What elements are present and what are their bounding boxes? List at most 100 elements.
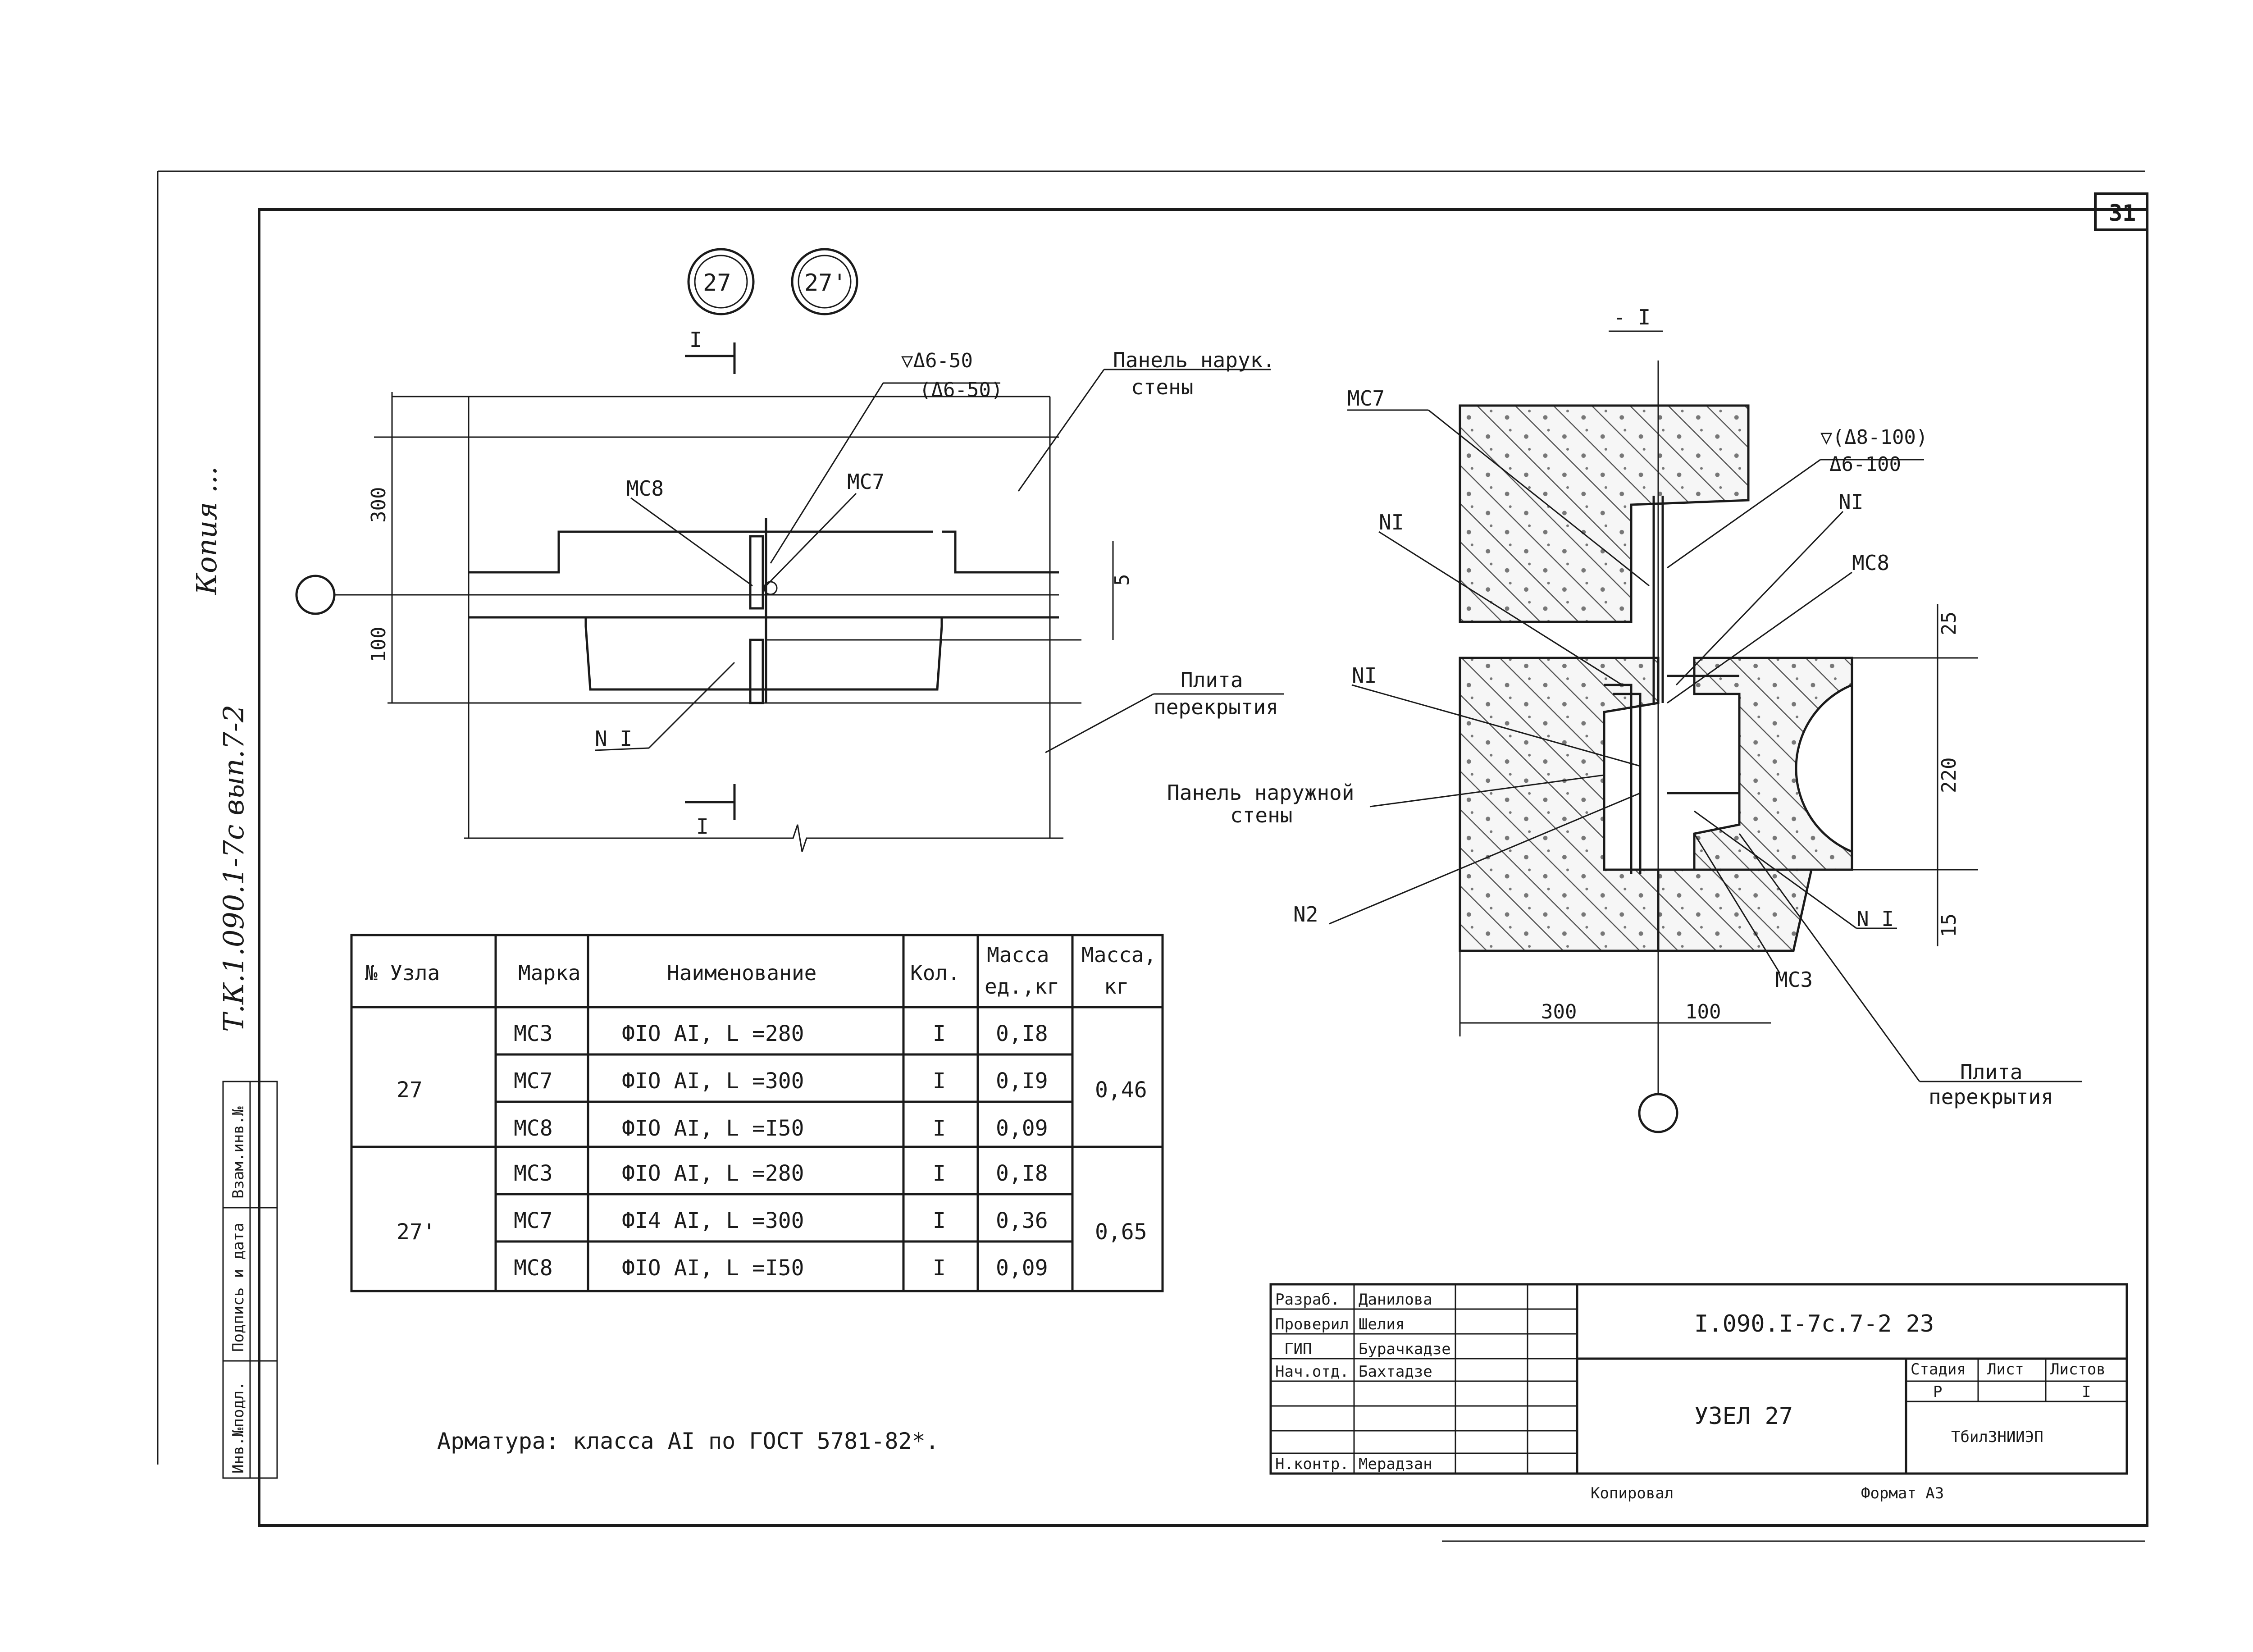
table-header-mass-total-2: кг bbox=[1104, 974, 1129, 999]
side-note-copy: Копия ... bbox=[190, 466, 223, 595]
table-row-qty: I bbox=[933, 1255, 946, 1281]
table-row-mark: МС8 bbox=[514, 1116, 553, 1141]
table-header-mass-total-1: Масса, bbox=[1081, 943, 1156, 967]
title-block: Разраб. Проверил ГИП Нач.отд. Н.контр. Д… bbox=[1269, 1283, 2128, 1502]
tb-sheet-title: УЗЕЛ 27 bbox=[1694, 1403, 1793, 1430]
reinforcement-note: Арматура: класса AI по ГОСТ 5781-82*. bbox=[437, 1428, 939, 1454]
sheet-frame: 31 bbox=[157, 170, 2148, 1542]
section-slab-label-1: Плита bbox=[1960, 1060, 2022, 1084]
section-dim-100: 100 bbox=[1685, 1000, 1721, 1023]
table-row-mass: 0,I8 bbox=[996, 1021, 1048, 1046]
side-stamp-sign: Подпись и дата bbox=[229, 1223, 247, 1352]
table-row-mass: 0,09 bbox=[996, 1255, 1048, 1281]
tb-sheets-label: Листов bbox=[2050, 1360, 2106, 1378]
plan-panel-label-1: Панель нарук. bbox=[1113, 348, 1275, 372]
table-row-name: ФI4 AI, L =300 bbox=[622, 1208, 804, 1233]
plan-slab-label-2: перекрытия bbox=[1154, 695, 1278, 719]
plan-weld-label-2: (Δ6-50) bbox=[919, 379, 1003, 402]
table-row-qty: I bbox=[933, 1208, 946, 1233]
section-mark-n1-right: NI bbox=[1838, 490, 1863, 514]
plan-panel-label-2: стены bbox=[1131, 375, 1193, 399]
node-circle-27-prime: 27' bbox=[804, 269, 847, 297]
section-mark-n1-low: N I bbox=[1856, 907, 1894, 931]
table-row-qty: I bbox=[933, 1021, 946, 1046]
tb-format: Формат А3 bbox=[1861, 1484, 1944, 1502]
section-weld-label-2: Δ6-100 bbox=[1829, 453, 1901, 476]
tb-doc-code: I.090.I-7с.7-2 23 bbox=[1694, 1310, 1934, 1337]
table-header-node: № Узла bbox=[365, 961, 440, 985]
table-row-qty: I bbox=[933, 1116, 946, 1141]
plan-view: I 300 100 5 I ▽Δ6-50 bbox=[295, 328, 1284, 852]
node-circle-27: 27 bbox=[703, 269, 731, 297]
tb-org: ТбилЗНИИЭП bbox=[1951, 1428, 2043, 1446]
table-row-mass: 0,I9 bbox=[996, 1068, 1048, 1094]
section-dim-25: 25 bbox=[1938, 612, 1961, 635]
tb-sheets-value: I bbox=[2082, 1383, 2091, 1401]
table-node-27-prime: 27' bbox=[397, 1219, 436, 1245]
table-row-mark: МС3 bbox=[514, 1021, 553, 1046]
tb-stage-value: Р bbox=[1933, 1383, 1942, 1401]
specification-table: № Узла Марка Наименование Кол. Масса ед.… bbox=[350, 934, 1164, 1292]
table-row-qty: I bbox=[933, 1068, 946, 1094]
side-stamp-inv: Инв.№подл. bbox=[229, 1381, 247, 1474]
tb-name: Бурачкадзе bbox=[1359, 1340, 1451, 1358]
side-stamp-replace: Взам.инв.№ bbox=[229, 1106, 247, 1199]
plan-mark-n1: N I bbox=[595, 726, 632, 751]
section-dim-220: 220 bbox=[1938, 758, 1961, 793]
section-mark-n1-left: NI bbox=[1379, 510, 1404, 534]
plan-weld-label-1: ▽Δ6-50 bbox=[901, 349, 973, 372]
plan-dim-300: 300 bbox=[367, 487, 390, 523]
section-mark-mc8: МС8 bbox=[1852, 551, 1889, 575]
section-mark-n2: N2 bbox=[1293, 902, 1318, 926]
table-total-27: 0,46 bbox=[1095, 1077, 1147, 1103]
plan-section-mark-bottom: I bbox=[696, 814, 709, 839]
section-mark-mc7: МС7 bbox=[1347, 386, 1385, 411]
table-row-mass: 0,I8 bbox=[996, 1161, 1048, 1186]
tb-name: Мерадзан bbox=[1359, 1455, 1432, 1473]
section-mark-mc3: МС3 bbox=[1775, 967, 1813, 992]
tb-name: Шелия bbox=[1359, 1315, 1405, 1333]
section-mark-n1-mid: NI bbox=[1352, 663, 1377, 688]
table-node-27: 27 bbox=[397, 1077, 423, 1103]
table-row-name: ФIO AI, L =I50 bbox=[622, 1255, 804, 1281]
section-panel-label-2: стены bbox=[1230, 803, 1292, 827]
section-panel-label-1: Панель наружной bbox=[1167, 780, 1354, 805]
table-row-mark: МС8 bbox=[514, 1255, 553, 1281]
plan-dim-100: 100 bbox=[367, 627, 390, 662]
plan-slab-label-1: Плита bbox=[1181, 668, 1243, 692]
sheet-number: 31 bbox=[2109, 200, 2136, 226]
tb-role: Проверил bbox=[1275, 1315, 1349, 1333]
table-row-name: ФIO AI, L =I50 bbox=[622, 1116, 804, 1141]
tb-role: Нач.отд. bbox=[1275, 1363, 1349, 1381]
node-markers: 27 27' bbox=[687, 248, 858, 315]
tb-role: Разраб. bbox=[1275, 1291, 1340, 1309]
table-row-name: ФIO AI, L =280 bbox=[622, 1021, 804, 1046]
section-mark: - I bbox=[1613, 305, 1651, 329]
side-doc-code: Т.К.1.090.1-7с вып.7-2 bbox=[217, 705, 250, 1032]
table-row-mark: МС3 bbox=[514, 1161, 553, 1186]
tb-copied: Копировал bbox=[1591, 1484, 1674, 1502]
tb-name: Бахтадзе bbox=[1359, 1363, 1432, 1381]
section-dim-300: 300 bbox=[1541, 1000, 1577, 1023]
table-row-name: ФIO AI, L =300 bbox=[622, 1068, 804, 1094]
table-header-mass-unit-2: ед.,кг bbox=[985, 974, 1059, 999]
tb-stage-label: Стадия bbox=[1911, 1360, 1966, 1378]
tb-role: Н.контр. bbox=[1275, 1455, 1349, 1473]
plan-section-mark-top: I bbox=[689, 328, 702, 352]
section-slab-label-2: перекрытия bbox=[1929, 1085, 2053, 1109]
plan-dim-5: 5 bbox=[1111, 574, 1134, 586]
table-header-mass-unit-1: Масса bbox=[987, 943, 1049, 967]
plan-mark-mc8: МС8 bbox=[626, 476, 664, 501]
table-header-mark: Марка bbox=[518, 961, 580, 985]
table-row-mark: МС7 bbox=[514, 1068, 553, 1094]
table-header-name: Наименование bbox=[667, 961, 816, 985]
table-row-mass: 0,09 bbox=[996, 1116, 1048, 1141]
section-dim-15: 15 bbox=[1938, 913, 1961, 937]
table-row-qty: I bbox=[933, 1161, 946, 1186]
tb-sheet-label: Лист bbox=[1987, 1360, 2024, 1378]
side-stamp: Копия ... Т.К.1.090.1-7с вып.7-2 Взам.ин… bbox=[190, 466, 278, 1479]
section-weld-label-1: ▽(Δ8-100) bbox=[1820, 426, 1928, 449]
tb-name: Данилова bbox=[1359, 1291, 1432, 1309]
table-row-mass: 0,36 bbox=[996, 1208, 1048, 1233]
